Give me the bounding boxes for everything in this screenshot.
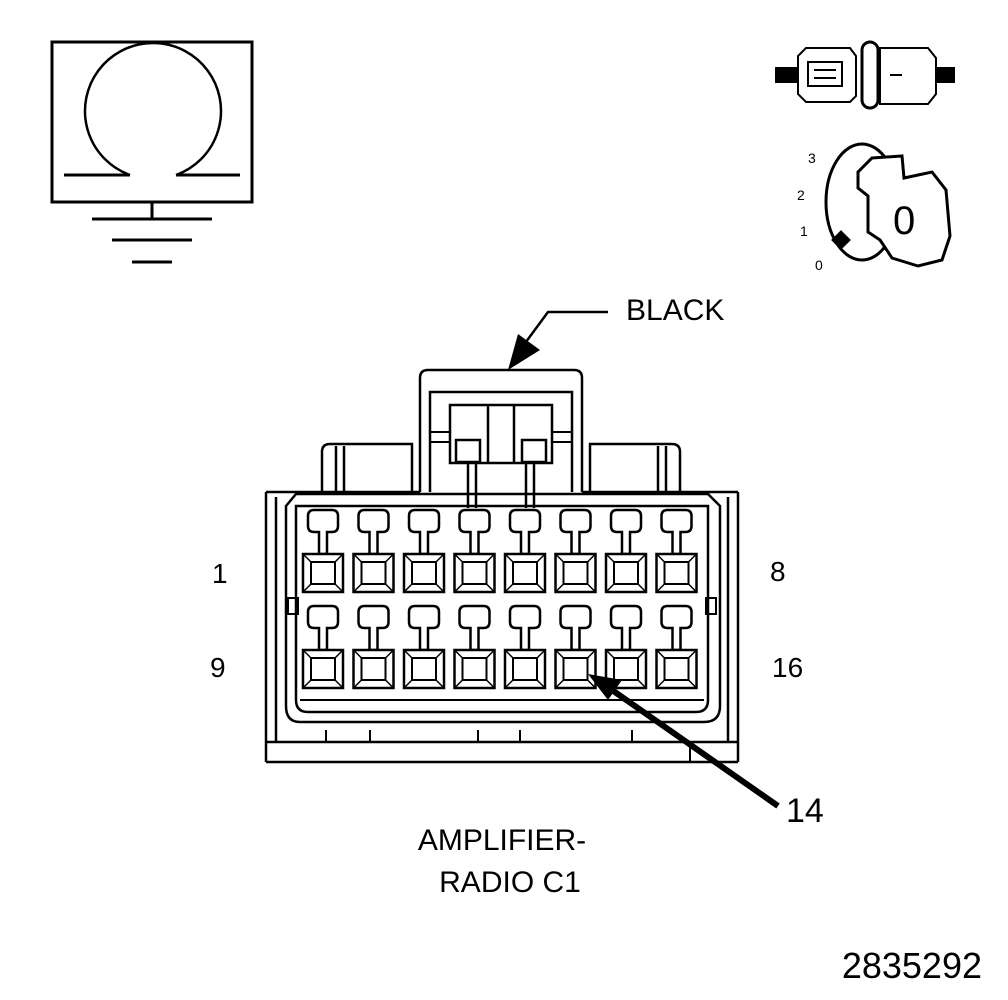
color-callout-arrowhead <box>508 334 540 370</box>
cavity-8 <box>655 508 698 594</box>
ignition-position-0: 0 <box>815 257 823 273</box>
color-callout: BLACK <box>508 294 724 370</box>
terminal-cavities <box>301 508 698 690</box>
ignition-key-off-icon: 3 2 1 0 0 <box>797 142 952 273</box>
cavity-5 <box>503 508 547 594</box>
pin-14-callout: 14 <box>588 674 824 830</box>
pin-label-1: 1 <box>212 558 228 589</box>
cavity-9 <box>301 604 345 690</box>
cavity-14 <box>554 604 597 690</box>
cavity-1 <box>301 508 345 594</box>
cavity-7 <box>604 508 648 594</box>
connector-name-line2: RADIO C1 <box>439 866 581 899</box>
connector-color-label: BLACK <box>626 294 724 327</box>
connector-disconnect-icon <box>775 40 955 110</box>
pin-label-8: 8 <box>770 556 786 587</box>
ohmmeter-ground-icon <box>50 40 254 264</box>
ignition-position-2: 2 <box>797 187 805 203</box>
pin-label-16: 16 <box>772 652 803 683</box>
cavity-10 <box>352 604 395 690</box>
connector-body <box>264 368 740 764</box>
cavity-3 <box>402 508 446 594</box>
callout-pin-number: 14 <box>786 792 824 830</box>
cavity-4 <box>453 508 496 594</box>
cavity-16 <box>655 604 698 690</box>
cavity-2 <box>352 508 395 594</box>
ignition-key-label: 0 <box>893 199 915 243</box>
cavity-6 <box>554 508 597 594</box>
cavity-12 <box>453 604 496 690</box>
ignition-position-3: 3 <box>808 150 816 166</box>
cavity-15 <box>604 604 648 690</box>
figure-number: 2835292 <box>842 945 982 986</box>
pin-label-9: 9 <box>210 652 226 683</box>
connector-name-line1: AMPLIFIER- <box>418 824 586 857</box>
ignition-position-1: 1 <box>800 223 808 239</box>
cavity-13 <box>503 604 547 690</box>
cavity-11 <box>402 604 446 690</box>
